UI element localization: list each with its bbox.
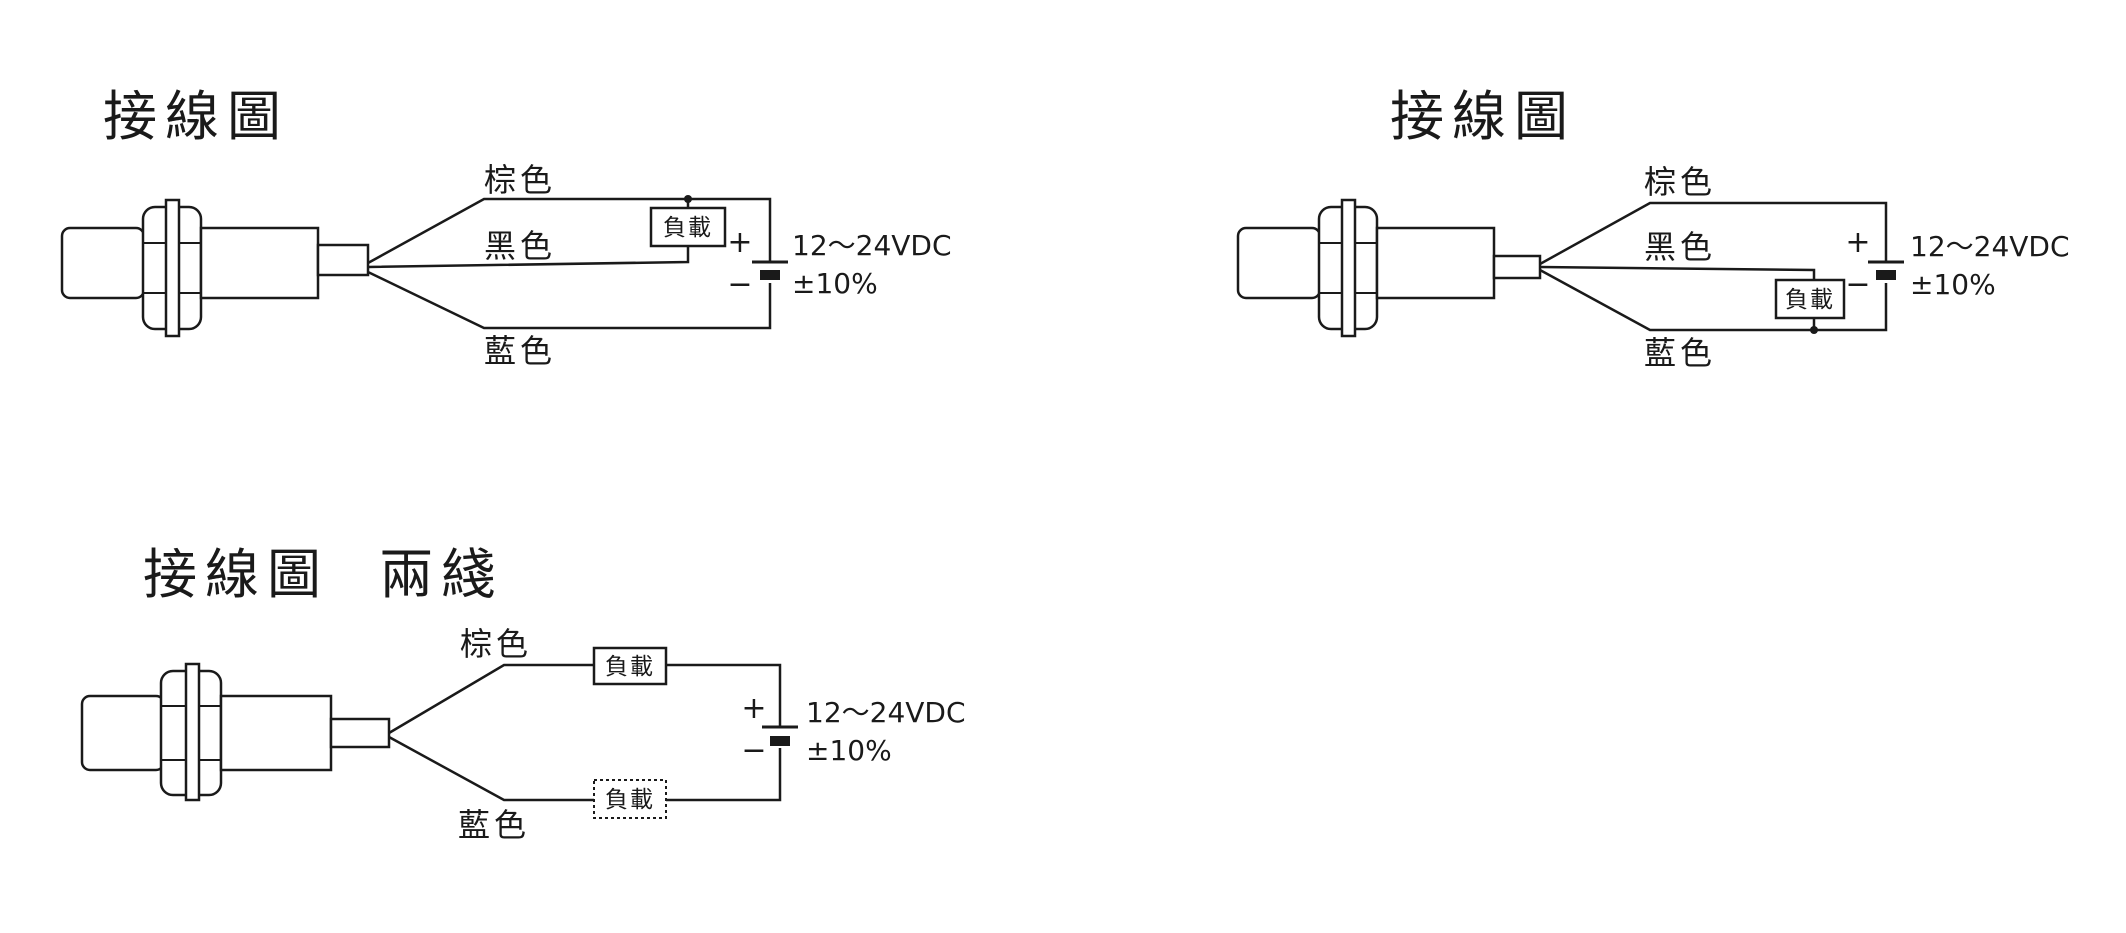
voltage-label: 12～24VDC	[806, 696, 966, 729]
proximity-sensor	[80, 662, 391, 802]
load-box	[592, 646, 668, 686]
brown-wire	[388, 663, 594, 735]
blue-wire-label: 藍色	[484, 332, 556, 370]
load-label: 負載	[605, 654, 655, 680]
diagram-3-title: 接線圖 兩綫	[143, 543, 504, 606]
diagram-1: 負載 + − 12～24VDC ±10% 棕色 黑色 藍色	[60, 161, 952, 370]
blue-wire-label: 藍色	[458, 806, 530, 844]
tolerance-label: ±10%	[792, 267, 878, 300]
blue-wire-to-supply	[666, 748, 782, 802]
black-wire-label: 黑色	[1644, 228, 1716, 266]
blue-wire	[388, 735, 594, 802]
black-wire	[1539, 265, 1816, 283]
brown-wire	[367, 197, 772, 265]
brown-wire-label: 棕色	[484, 161, 556, 199]
alt-load-box-dotted	[593, 779, 667, 819]
voltage-label: 12～24VDC	[792, 229, 952, 262]
plus-sign: +	[727, 225, 752, 260]
brown-wire-label: 棕色	[1644, 163, 1716, 201]
brown-wire-label: 棕色	[460, 625, 532, 663]
battery-minus-plate	[770, 736, 790, 746]
diagram-3: 負載 負載 + − 12～24VDC ±10% 棕色 藍色	[80, 625, 966, 844]
plus-sign: +	[741, 691, 766, 726]
minus-sign: −	[1845, 267, 1870, 302]
battery-minus-plate	[1876, 270, 1896, 280]
black-wire-label: 黑色	[484, 227, 556, 265]
blue-wire-label: 藍色	[1644, 334, 1716, 372]
load-label: 負載	[663, 215, 713, 241]
proximity-sensor	[60, 198, 370, 338]
diagram-1-title: 接線圖	[103, 85, 289, 148]
load-box	[1774, 278, 1846, 320]
blue-wire	[367, 270, 772, 330]
tolerance-label: ±10%	[1910, 268, 1996, 301]
plus-sign: +	[1845, 225, 1870, 260]
blue-wire	[1539, 268, 1888, 332]
alt-load-label: 負載	[605, 787, 655, 813]
battery-minus-plate	[760, 270, 780, 280]
proximity-sensor	[1236, 198, 1542, 338]
minus-sign: −	[727, 267, 752, 302]
load-label: 負載	[1785, 287, 1835, 313]
load-box	[649, 206, 727, 248]
diagram-2: 負載 + − 12～24VDC ±10% 棕色 黑色 藍色	[1236, 163, 2070, 372]
tolerance-label: ±10%	[806, 734, 892, 767]
brown-wire	[1539, 201, 1888, 266]
voltage-label: 12～24VDC	[1910, 230, 2070, 263]
brown-wire-to-supply	[666, 663, 782, 727]
diagram-2-title: 接線圖	[1390, 85, 1576, 148]
minus-sign: −	[741, 733, 766, 768]
